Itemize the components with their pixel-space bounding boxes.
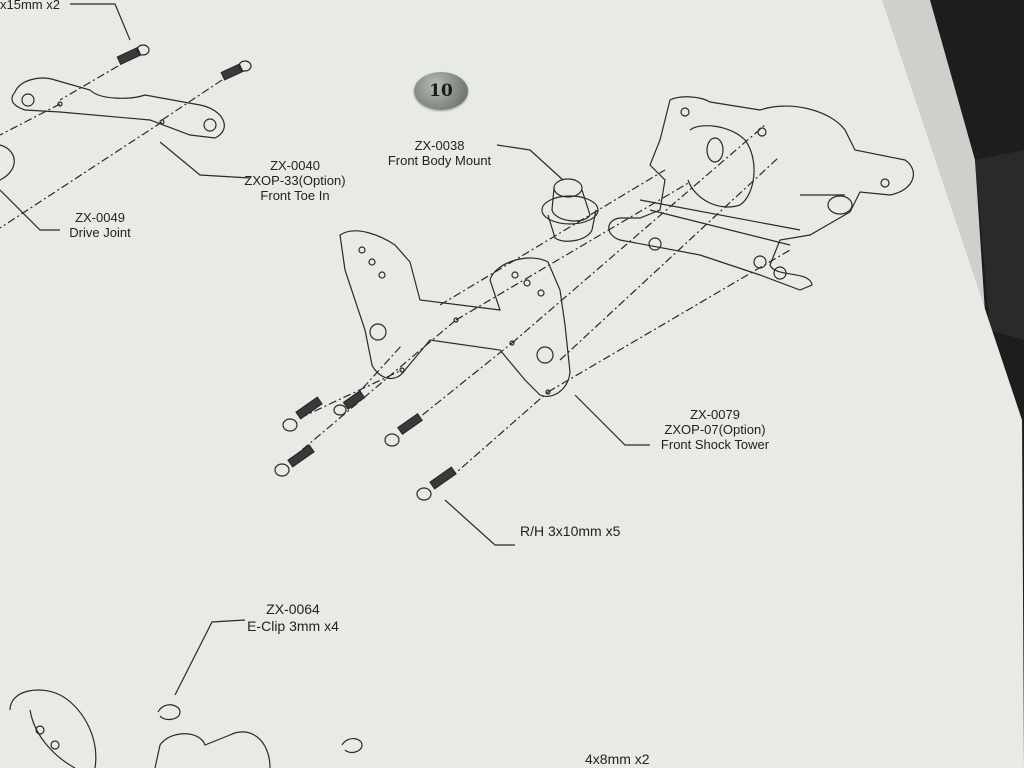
shock-tower-option: ZXOP-07(Option) [664,422,766,437]
toe-in-name: Front Toe In [260,188,330,203]
screw-rh-4 [384,413,423,447]
toe-in-option: ZXOP-33(Option) [244,173,346,188]
toe-in-label: ZX-0040 ZXOP-33(Option) Front Toe In [220,158,370,203]
eclip-code: ZX-0064 [266,601,320,617]
drive-joint-label: ZX-0049 Drive Joint [55,210,145,240]
step-number: 10 [429,81,453,101]
screw-rh-1 [282,396,323,432]
drive-joint-code: ZX-0049 [75,210,125,225]
eclip-1 [157,704,181,721]
shock-tower-part [339,230,571,397]
eclip-2 [341,738,363,754]
body-mount-code: ZX-0038 [414,138,465,153]
screw-top-label: x15mm x2 [0,0,60,12]
screw-rh-5 [416,466,457,501]
step-number-badge: 10 [414,72,468,110]
bottom-part-left [9,689,97,768]
assembly-guides [289,124,791,479]
screw-bottom-label: 4x8mm x2 [585,751,650,767]
shock-tower-code: ZX-0079 [690,407,740,422]
body-mount-label: ZX-0038 Front Body Mount [372,138,507,168]
toe-in-part [11,77,225,139]
toe-in-code: ZX-0040 [270,158,320,173]
binder-shadow [975,150,1024,340]
body-mount-part [541,178,599,242]
eclip-label: ZX-0064 E-Clip 3mm x4 [228,601,358,635]
eclip-name: E-Clip 3mm x4 [247,618,339,634]
shock-tower-name: Front Shock Tower [660,437,770,452]
gearbox-part [608,96,914,291]
screw-rh-2 [333,390,366,416]
bottom-part-mid [154,731,271,768]
line-art [0,3,914,768]
body-mount-name: Front Body Mount [387,153,492,168]
screw-top-2 [220,60,252,81]
screw-top-1 [116,44,150,66]
shock-tower-label: ZX-0079 ZXOP-07(Option) Front Shock Towe… [645,407,785,452]
drive-joint-name: Drive Joint [69,225,131,240]
screws-label: R/H 3x10mm x5 [520,523,621,539]
screw-rh-3 [274,444,315,477]
